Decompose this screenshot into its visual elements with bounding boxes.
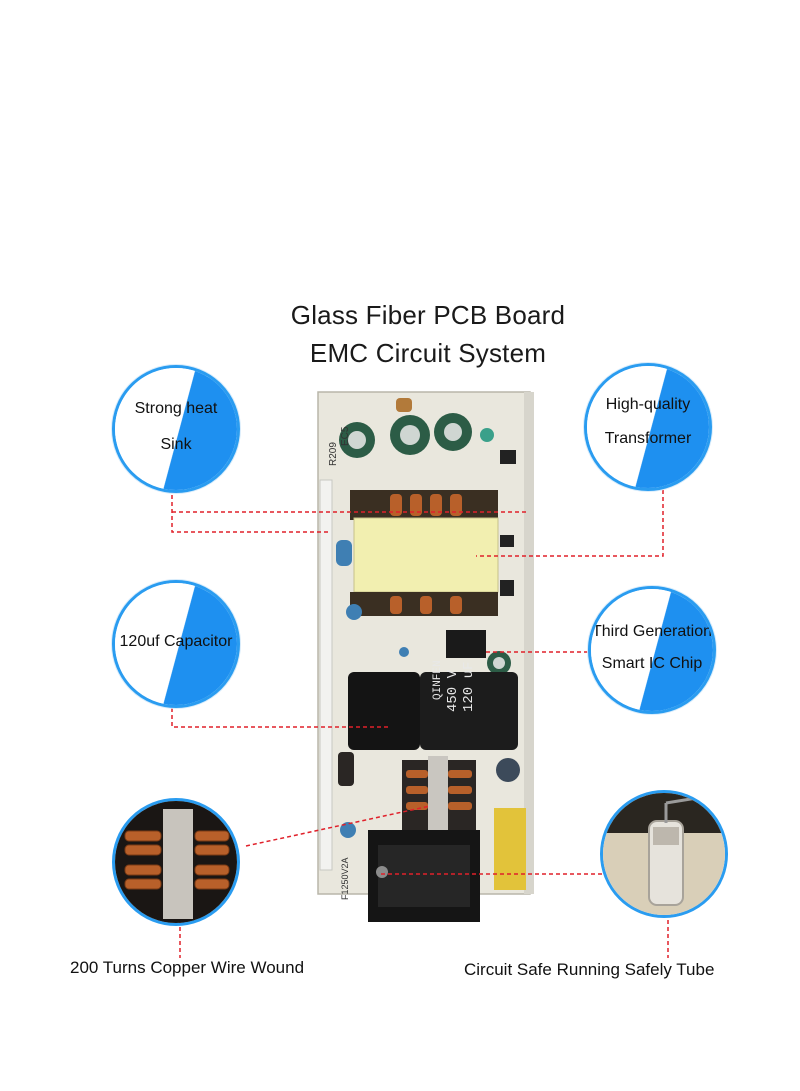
- callout-heat-sink-line2: Sink: [160, 436, 192, 453]
- caption-copper-coil: 200 Turns Copper Wire Wound: [70, 958, 305, 977]
- silk-fuse: F1250V2A: [340, 857, 350, 900]
- callout-transformer-line1: High-quality: [605, 396, 691, 413]
- callout-capacitor: 120uf Capacitor: [112, 580, 240, 708]
- copper-coil-image: [115, 801, 237, 923]
- leader-heat-sink: [171, 488, 330, 533]
- safety-tube-closeup: [600, 790, 728, 918]
- callout-ic-chip-line2: Smart IC Chip: [601, 655, 703, 672]
- cap-brand: QINFEN: [432, 660, 444, 700]
- leader-transformer: [476, 490, 664, 557]
- main-capacitors: QINFEN 450 V 120 uF: [348, 660, 518, 750]
- callout-ic-chip: Third Generation Smart IC Chip: [588, 586, 716, 714]
- callout-heat-sink-line1: Strong heat: [134, 400, 218, 417]
- title-line-2: EMC Circuit System: [309, 338, 547, 368]
- transformer: [350, 490, 499, 616]
- cap-voltage: 450 V: [445, 669, 461, 712]
- callout-capacitor-line1: 120uf Capacitor: [119, 633, 233, 650]
- leader-lines: [171, 488, 669, 958]
- cap-capacity: 120 uF: [461, 662, 477, 712]
- callout-transformer-line2: Transformer: [604, 430, 692, 447]
- leader-copper-coil: [245, 805, 431, 847]
- small-components: [336, 535, 514, 675]
- callout-ic-chip-line1: Third Generation: [591, 623, 713, 640]
- filter-coil: [338, 752, 526, 890]
- leader-capacitor: [171, 708, 388, 728]
- top-capacitors: [339, 398, 516, 464]
- title-line-1: Glass Fiber PCB Board: [290, 300, 566, 330]
- silk-r209: R209: [328, 442, 339, 466]
- power-socket: [368, 830, 480, 922]
- safety-tube-image: [603, 793, 725, 915]
- silk-ec5: EC5: [340, 426, 351, 446]
- caption-safety-tube: Circuit Safe Running Safely Tube: [464, 960, 715, 979]
- callout-heat-sink: Strong heat Sink: [112, 365, 240, 493]
- callout-transformer: High-quality Transformer: [584, 363, 712, 491]
- copper-coil-closeup: [112, 798, 240, 926]
